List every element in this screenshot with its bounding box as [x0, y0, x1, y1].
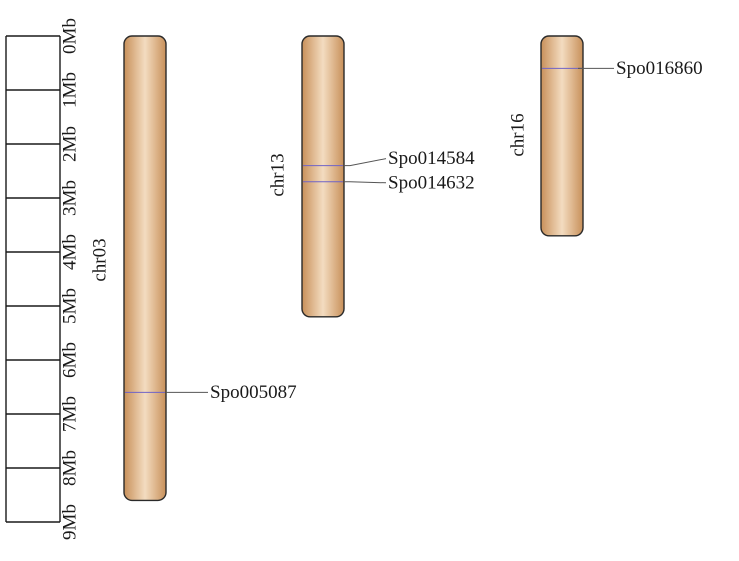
scale-tick-label: 9Mb — [60, 504, 81, 540]
scale-tick-label: 5Mb — [60, 288, 81, 324]
gene-leader-line — [344, 181, 387, 184]
scale-bar: 0Mb 1Mb 2Mb 3Mb 4Mb 5Mb 6Mb 7Mb 8Mb 9Mb — [5, 18, 81, 540]
gene-label: Spo005087 — [210, 382, 297, 403]
gene-label: Spo016860 — [616, 58, 703, 79]
gene-label: Spo014584 — [388, 148, 475, 169]
chromosome-body — [301, 35, 345, 318]
scale-tick-label: 7Mb — [60, 396, 81, 432]
gene-label: Spo014632 — [388, 172, 475, 193]
gene-leader-line — [344, 158, 387, 167]
scale-tick-label: 2Mb — [60, 126, 81, 162]
chromosome-chr16: chr16 Spo016860 — [508, 35, 703, 237]
scale-tick-label: 6Mb — [60, 342, 81, 378]
scale-tick-label: 4Mb — [60, 234, 81, 270]
chromosome-body — [540, 35, 584, 237]
scale-tick-label: 0Mb — [60, 18, 81, 54]
chromosome-body — [123, 35, 167, 502]
chromosome-label: chr16 — [508, 113, 529, 156]
chromosome-label: chr13 — [268, 153, 289, 196]
scale-tick-label: 1Mb — [60, 72, 81, 108]
scale-tick-label: 3Mb — [60, 180, 81, 216]
scale-tick-label: 8Mb — [60, 450, 81, 486]
chromosome-label: chr03 — [90, 238, 111, 281]
